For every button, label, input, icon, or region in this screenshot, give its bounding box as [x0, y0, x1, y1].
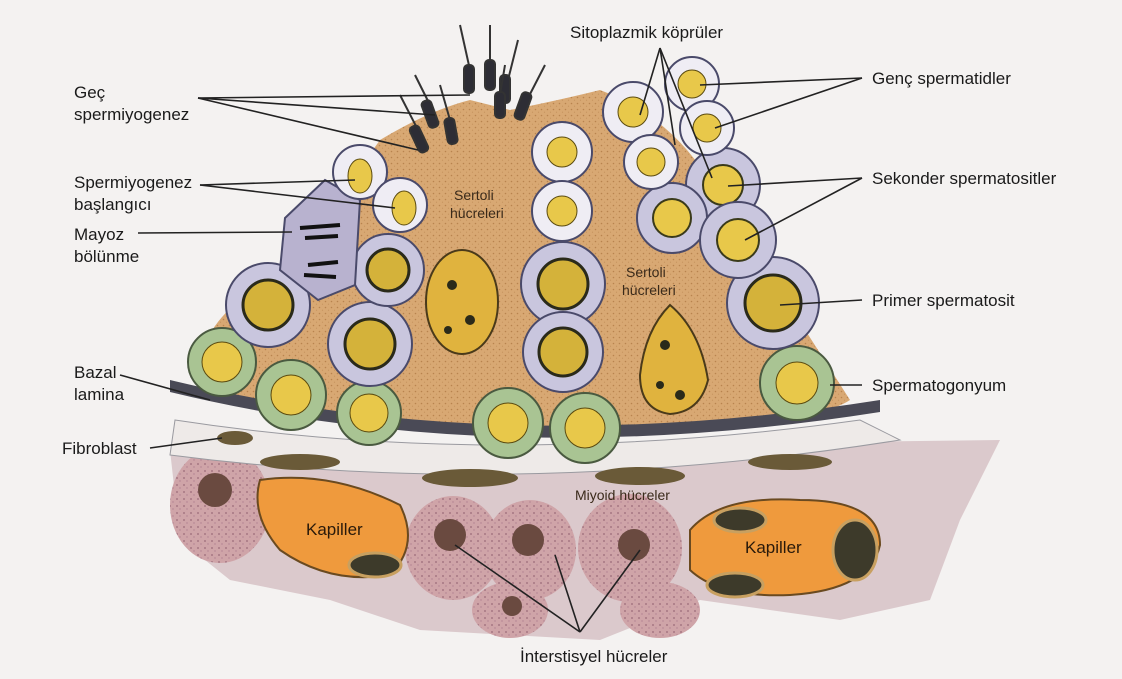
spermatid-cell: [532, 122, 592, 182]
label-fibroblast: Fibroblast: [62, 439, 137, 458]
spermatid-cell: [624, 135, 678, 189]
label-kapiller-right: Kapiller: [745, 538, 802, 557]
label-mayoz-line2: bölünme: [74, 247, 139, 266]
primary-spermatocyte-cell: [352, 234, 424, 306]
label-gec-line1: Geç: [74, 83, 106, 102]
spermatogonium-cell: [256, 360, 326, 430]
label-sertoli-right-1: Sertoli: [626, 264, 666, 280]
primary-spermatocyte-cell: [523, 312, 603, 392]
label-sitoplazmik: Sitoplazmik köprüler: [570, 23, 723, 42]
label-bazal-line1: Bazal: [74, 363, 117, 382]
interstitial-nucleus: [198, 473, 232, 507]
interstitial-nucleus: [434, 519, 466, 551]
spermatogonium-cell: [550, 393, 620, 463]
label-gec-line2: spermiyogenez: [74, 105, 189, 124]
interstitial-nucleus: [618, 529, 650, 561]
label-baslangic-line2: başlangıcı: [74, 195, 152, 214]
spermatid-cell: [680, 101, 734, 155]
secondary-spermatocyte-cell: [637, 183, 707, 253]
spermatid-cell: [603, 82, 663, 142]
label-spermatogonyum: Spermatogonyum: [872, 376, 1006, 395]
label-genc: Genç spermatidler: [872, 69, 1011, 88]
label-mayoz-line1: Mayoz: [74, 225, 124, 244]
interstitial-nucleus: [512, 524, 544, 556]
spermatid-cell: [532, 181, 592, 241]
fibroblast-cell: [217, 431, 253, 445]
interstitial-nucleus: [502, 596, 522, 616]
label-sertoli-left-1: Sertoli: [454, 187, 494, 203]
label-primer: Primer spermatosit: [872, 291, 1015, 310]
spermatogonium-cell: [760, 346, 834, 420]
spermatid-cell: [373, 178, 427, 232]
primary-spermatocyte-cell: [328, 302, 412, 386]
spermatogonium-cell: [473, 388, 543, 458]
label-sekonder: Sekonder spermatositler: [872, 169, 1057, 188]
secondary-spermatocyte-cell: [700, 202, 776, 278]
label-baslangic-line1: Spermiyogenez: [74, 173, 192, 192]
label-interstisyel: İnterstisyel hücreler: [520, 647, 668, 666]
label-kapiller-left: Kapiller: [306, 520, 363, 539]
label-miyoid: Miyoid hücreler: [575, 487, 670, 503]
label-bazal-line2: lamina: [74, 385, 125, 404]
spermatogonium-cell: [337, 381, 401, 445]
label-sertoli-left-2: hücreleri: [450, 205, 504, 221]
label-sertoli-right-2: hücreleri: [622, 282, 676, 298]
sertoli-nucleus-left: [426, 250, 498, 354]
interstitial-cell: [620, 582, 700, 638]
